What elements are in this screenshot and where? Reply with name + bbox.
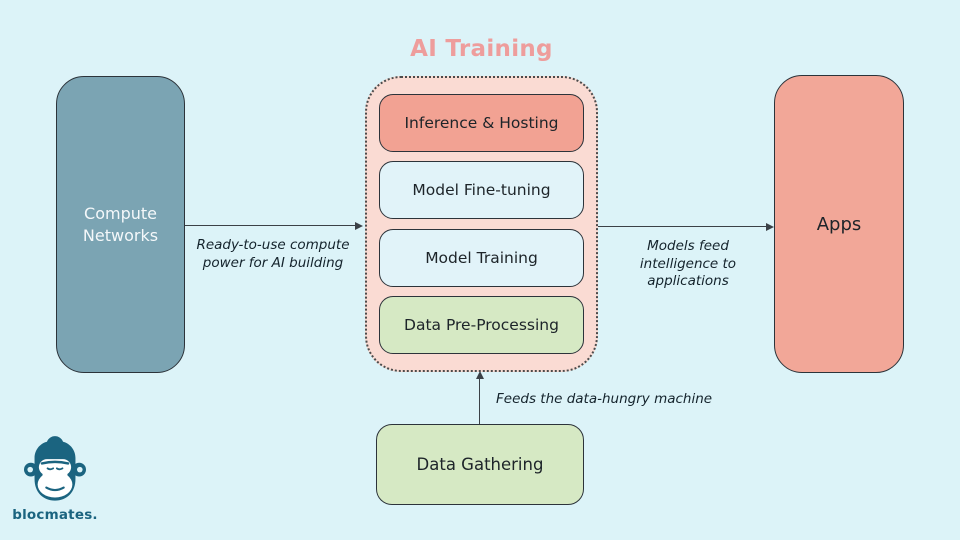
- arrow-right-icon: [355, 221, 363, 230]
- brand-name: blocmates.: [12, 507, 98, 523]
- gorilla-icon: [24, 436, 86, 501]
- edge-gathering-to-training: [479, 378, 480, 424]
- edge-training-to-apps: [598, 226, 768, 227]
- edge-label-gathering-to-training: Feeds the data-hungry machine: [496, 391, 713, 407]
- stage-model-training: Model Training: [379, 228, 584, 287]
- arrow-right-icon: [766, 222, 774, 231]
- edge-label-training-to-apps: Models feed intelligence to applications: [639, 238, 737, 290]
- diagram-title: AI Training: [410, 36, 553, 62]
- brand-logo: blocmates.: [12, 433, 98, 523]
- edge-compute-to-training: [185, 225, 357, 226]
- ai-training-container: Inference & Hosting Model Fine-tuning Mo…: [365, 76, 598, 372]
- stage-data-pre-processing: Data Pre-Processing: [379, 295, 584, 354]
- edge-label-compute-to-training: Ready-to-use compute power for AI buildi…: [196, 237, 350, 271]
- node-apps: Apps: [774, 75, 904, 373]
- node-compute-networks: Compute Networks: [56, 76, 185, 373]
- arrow-up-icon: [475, 371, 484, 379]
- stage-inference-hosting: Inference & Hosting: [379, 94, 584, 152]
- node-data-gathering: Data Gathering: [376, 424, 584, 505]
- stage-model-fine-tuning: Model Fine-tuning: [379, 161, 584, 220]
